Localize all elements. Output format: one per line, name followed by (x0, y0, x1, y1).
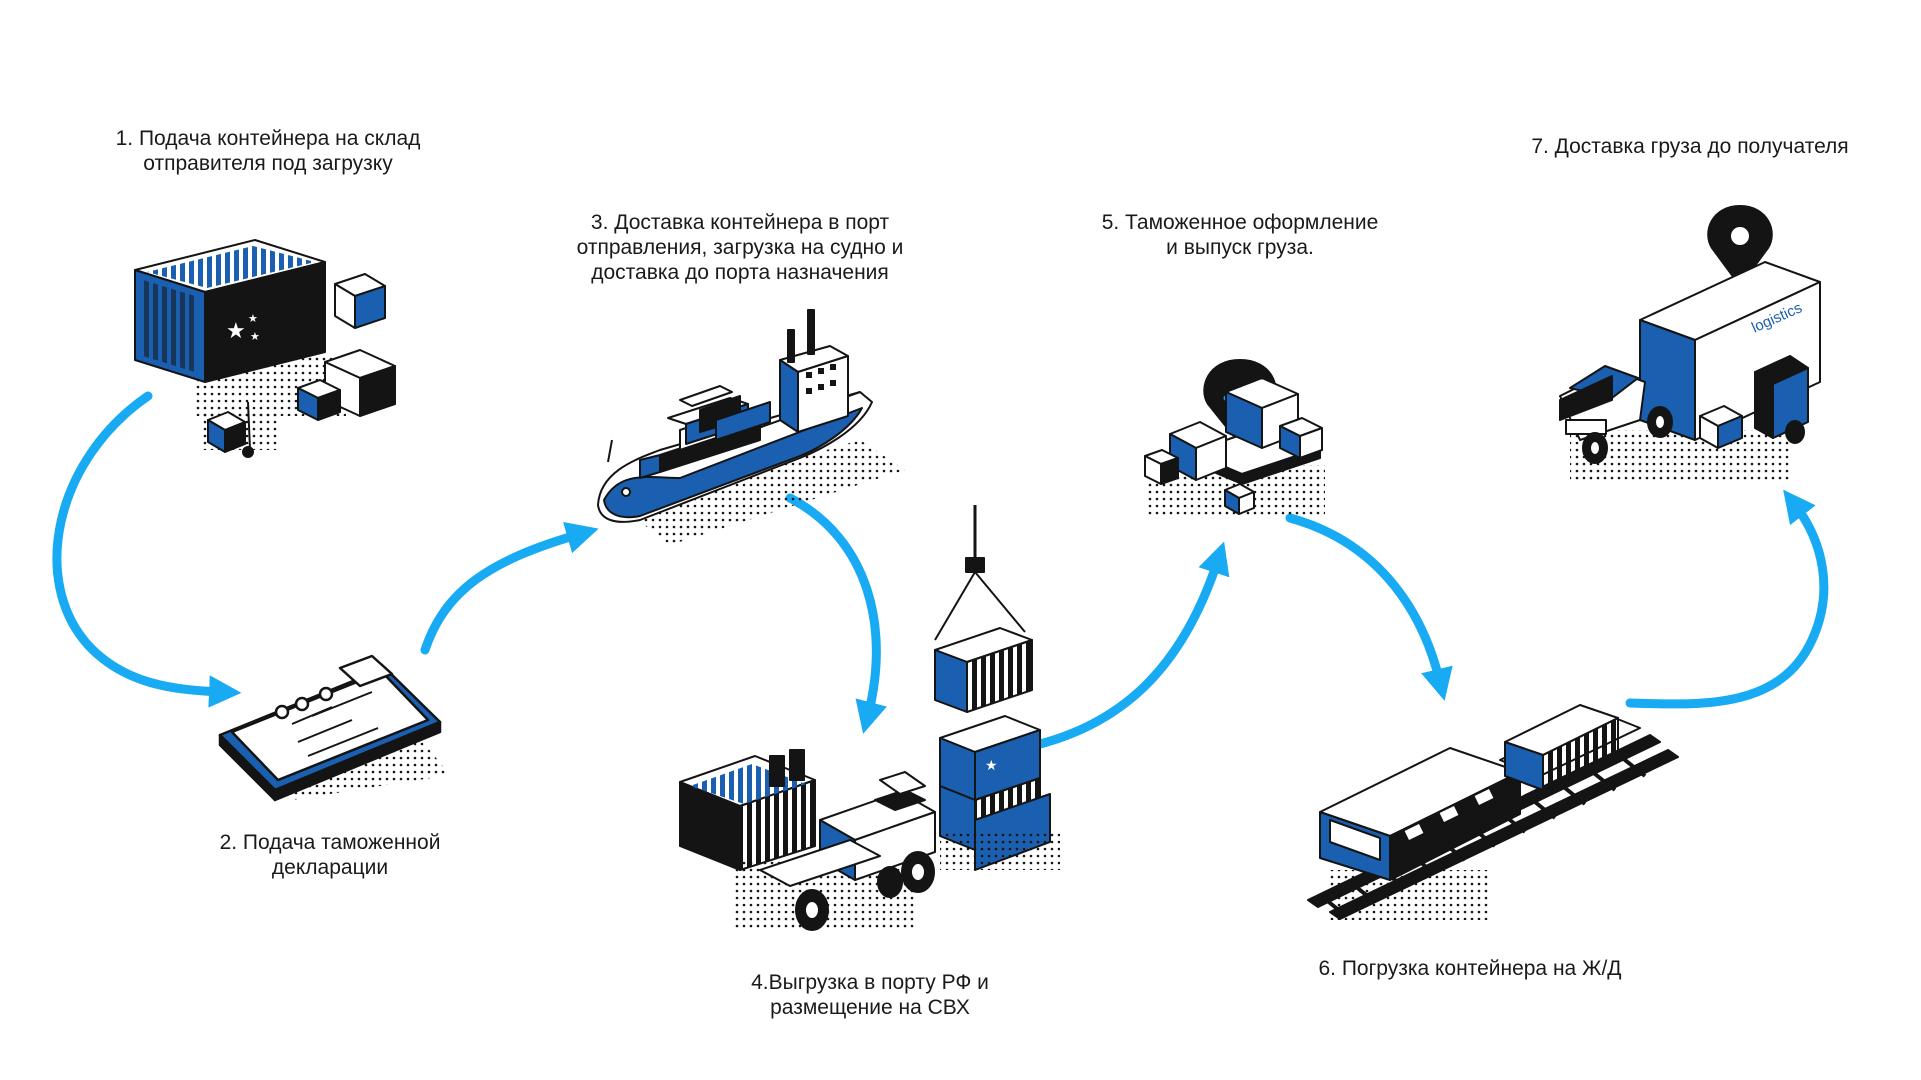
step-2-label: 2. Подача таможенной декларации (219, 831, 441, 879)
step-6-label: 6. Погрузка контейнера на Ж/Д (1318, 957, 1622, 980)
arrow-5-to-6 (1285, 513, 1453, 701)
cargo-ship-icon (597, 309, 905, 545)
clipboard-declaration-icon (218, 654, 450, 802)
china-container-with-boxes-icon: ★ ★ ★ (134, 239, 396, 458)
port-crane-and-reach-stacker-icon: ★ (679, 505, 1060, 931)
svg-text:★: ★ (250, 331, 260, 343)
customs-clearance-pallet-icon (1144, 359, 1325, 515)
arrow-6-to-7 (1625, 489, 1829, 709)
delivery-truck-icon: logistics (1559, 205, 1821, 480)
svg-text:★: ★ (248, 313, 258, 325)
svg-text:★: ★ (985, 757, 998, 773)
flow-arrows (52, 391, 1829, 749)
arrow-1-to-2 (52, 391, 242, 708)
step-3-label: 3. Доставка контейнера в порт отправлени… (576, 211, 904, 284)
step-7-label: 7. Доставка груза до получателя (1531, 135, 1849, 158)
train-with-container-icon (1307, 704, 1679, 920)
svg-text:★: ★ (226, 318, 246, 343)
arrow-4-to-5 (1035, 541, 1230, 749)
step-5-label: 5. Таможенное оформление и выпуск груза. (1101, 211, 1379, 259)
arrow-3-to-4 (785, 493, 887, 734)
arrow-2-to-3 (420, 522, 599, 655)
step-1-label: 1. Подача контейнера на склад отправител… (115, 127, 421, 175)
step-4-label: 4.Выгрузка в порту РФ и размещение на СВ… (751, 971, 989, 1019)
